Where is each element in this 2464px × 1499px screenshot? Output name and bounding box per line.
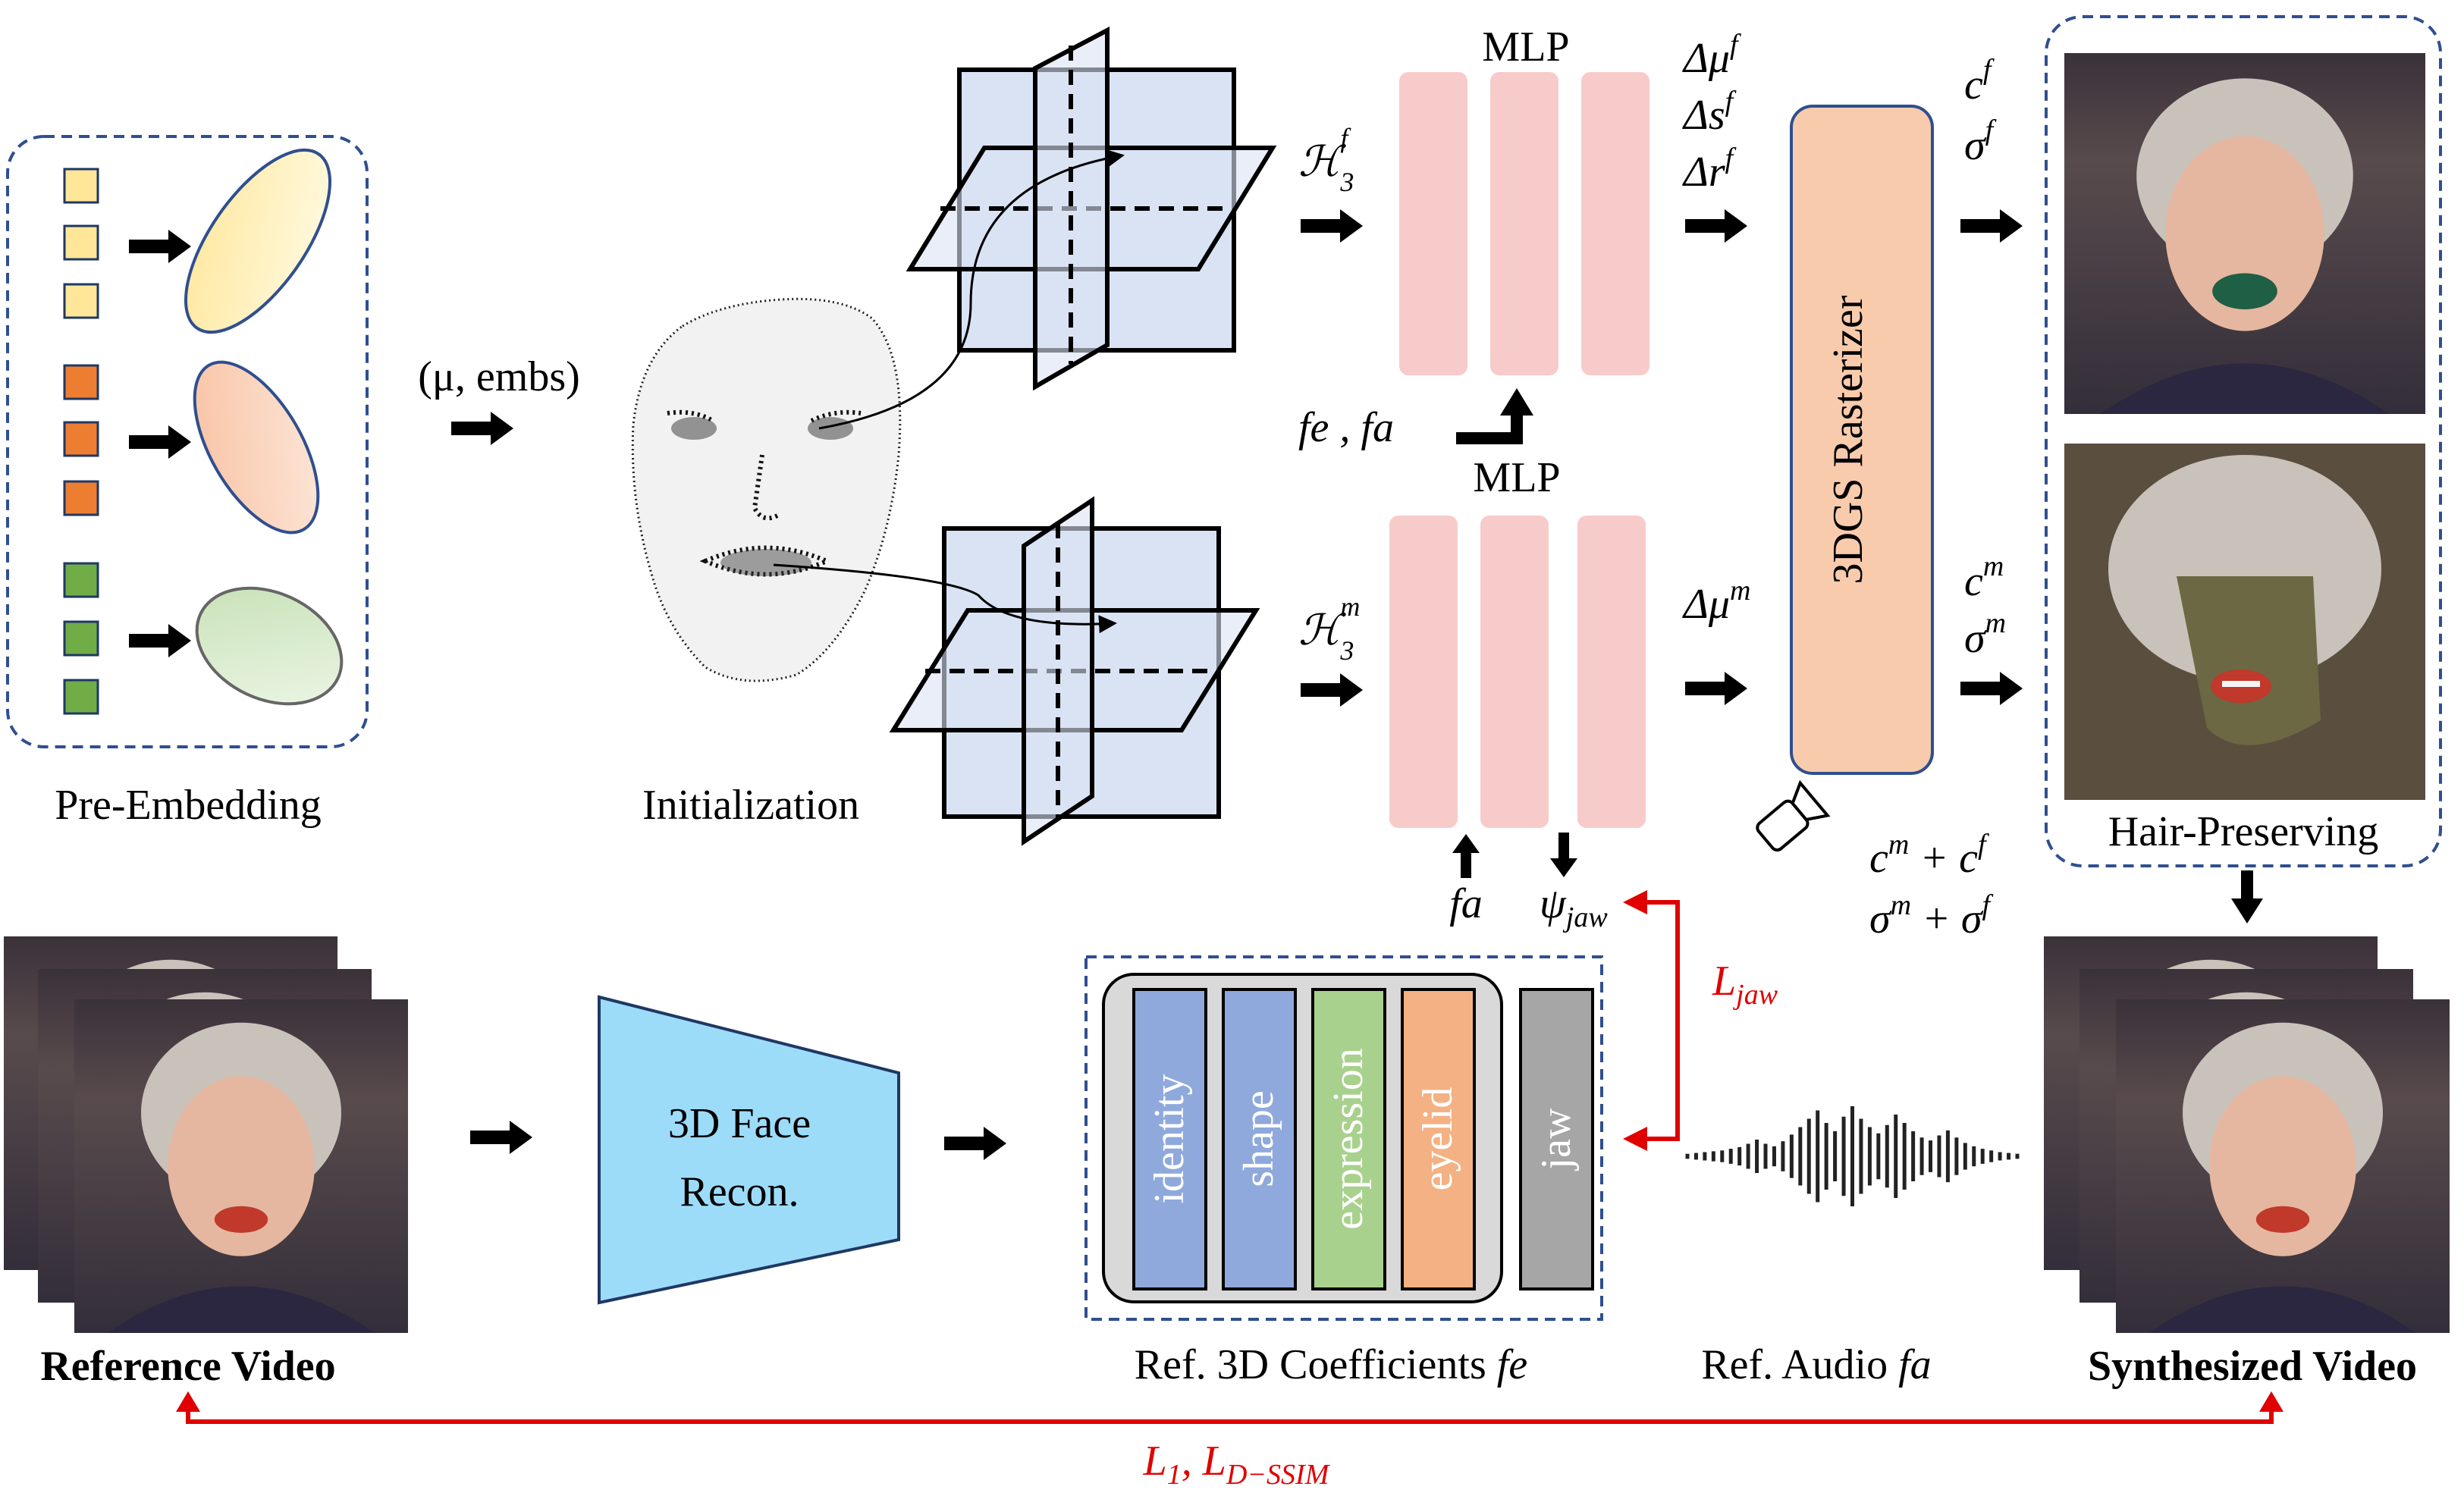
delta-f-labels: Δμf Δsf Δrf (1682, 29, 1741, 196)
audio-waveform-icon (1685, 1106, 2020, 1206)
camera-icon (1756, 779, 1831, 852)
arrow-right-icon (1960, 672, 2023, 705)
triplane-bottom (889, 496, 1260, 846)
reference-video-label: Reference Video (40, 1343, 335, 1390)
coefficient-label-shape: shape (1235, 1090, 1282, 1187)
arrow-down-icon (2231, 870, 2263, 924)
rasterizer-label: 3DGS Rasterizer (1825, 295, 1872, 584)
h3-f-label: ℋ3f (1298, 123, 1354, 197)
elbow-arrow-up-icon (1456, 413, 1523, 444)
arrow-right-icon (129, 624, 191, 657)
mlp-bottom-label: MLP (1473, 454, 1560, 501)
svg-text:σm + σf: σm + σf (1869, 889, 1993, 942)
l-jaw-label: Ljaw (1712, 958, 1778, 1011)
mlp-top-label: MLP (1482, 24, 1569, 71)
mu-embs-label: (μ, embs) (418, 353, 580, 400)
svg-text:ℋ3m: ℋ3m (1298, 591, 1360, 666)
c-sigma-f-labels: cf σf (1964, 54, 1997, 169)
coefficient-bar-shape (1222, 988, 1297, 1290)
triplane-top (906, 27, 1277, 391)
svg-text:cf: cf (1964, 54, 1995, 108)
gaussian-ellipse-green (195, 586, 344, 706)
svg-text:Δsf: Δsf (1682, 86, 1737, 139)
face-recon-block: 3D Face Recon. (598, 995, 900, 1305)
fe-fa-label: fe , fa (1298, 404, 1394, 451)
c-sigma-m-labels: cm σm (1964, 550, 2006, 662)
svg-text:σm: σm (1964, 607, 2006, 662)
coefficient-bar-identity (1132, 988, 1207, 1290)
coefficient-label-expression: expression (1325, 1048, 1372, 1230)
initialization-label: Initialization (642, 782, 859, 829)
arrow-right-icon (129, 425, 191, 459)
render-face-full (2064, 53, 2425, 414)
hair-preserving-label: Hair-Preserving (2108, 808, 2379, 855)
pre-embedding-label: Pre-Embedding (55, 782, 321, 829)
ref-audio-label: Ref. Audio fa (1701, 1341, 1931, 1388)
reference-video-stack (4, 936, 408, 1333)
gaussian-ellipse-yellow (184, 148, 332, 334)
coefficient-bar-jaw (1519, 988, 1594, 1290)
fa-label: fa (1449, 880, 1483, 927)
svg-text:Δμf: Δμf (1682, 29, 1741, 82)
arrow-right-icon (470, 1121, 532, 1154)
arrow-right-icon (129, 230, 191, 263)
coefficient-bar-expression (1311, 988, 1386, 1290)
query-arrow-top (818, 149, 1125, 430)
loss-l1-dssim-label: L1, LD−SSIM (1143, 1438, 1331, 1491)
svg-text:σf: σf (1964, 114, 1997, 169)
coefficient-label-identity: identity (1146, 1074, 1193, 1203)
arrow-right-icon (1301, 673, 1363, 707)
mlp-bottom (1389, 516, 1646, 828)
pre-embedding-panel: Pre-Embedding (6, 135, 369, 829)
arrow-down-icon (1550, 833, 1577, 877)
l-jaw-loop (1623, 890, 1680, 1151)
synthesized-video-stack (2044, 936, 2450, 1333)
delta-mu-m-label: Δμm (1682, 575, 1750, 628)
svg-text:cm: cm (1964, 550, 2004, 605)
arrow-right-icon (451, 412, 513, 445)
rasterizer-block: 3DGS Rasterizer (1790, 105, 1934, 775)
query-arrow-bottom (773, 563, 1117, 634)
hair-preserving-panel: Hair-Preserving (2045, 15, 2442, 867)
arrow-right-icon (1960, 209, 2023, 243)
l1-dssim-loss-line (176, 1391, 2284, 1424)
coefficient-label-eyelid: eyelid (1414, 1087, 1461, 1191)
h3-m-label: ℋ3m (1298, 591, 1360, 666)
embedding-squares-orange (63, 364, 99, 516)
render-face-mouth (2064, 444, 2425, 800)
face-recon-line1: 3D Face (668, 1100, 811, 1147)
gaussian-ellipse-orange (193, 360, 320, 535)
combined-labels: cm + cf σm + σf (1869, 829, 1993, 942)
arrow-up-icon (1452, 834, 1480, 878)
mlp-top (1399, 72, 1649, 375)
coefficient-bar-eyelid (1401, 988, 1476, 1290)
ref-coeffs-label: Ref. 3D Coefficients fe (1135, 1341, 1527, 1388)
face-recon-line2: Recon. (680, 1168, 799, 1215)
embedding-squares-yellow (63, 168, 99, 319)
svg-text:ℋ3f: ℋ3f (1298, 123, 1354, 197)
arrow-right-icon (1685, 209, 1747, 243)
coefficient-label-jaw: jaw (1533, 1108, 1580, 1171)
psi-jaw-label: ψjaw (1540, 880, 1608, 933)
arrow-right-icon (1301, 209, 1363, 243)
arrow-right-icon (944, 1127, 1006, 1160)
arrow-right-icon (1685, 672, 1747, 705)
synthesized-video-label: Synthesized Video (2088, 1343, 2417, 1390)
svg-text:cm + cf: cm + cf (1869, 829, 1989, 882)
point-cloud-face (631, 297, 902, 682)
coefficients-panel: identity shape expression eyelid jaw (1084, 955, 1603, 1321)
embedding-squares-green (63, 562, 99, 715)
svg-text:Δrf: Δrf (1682, 143, 1737, 196)
